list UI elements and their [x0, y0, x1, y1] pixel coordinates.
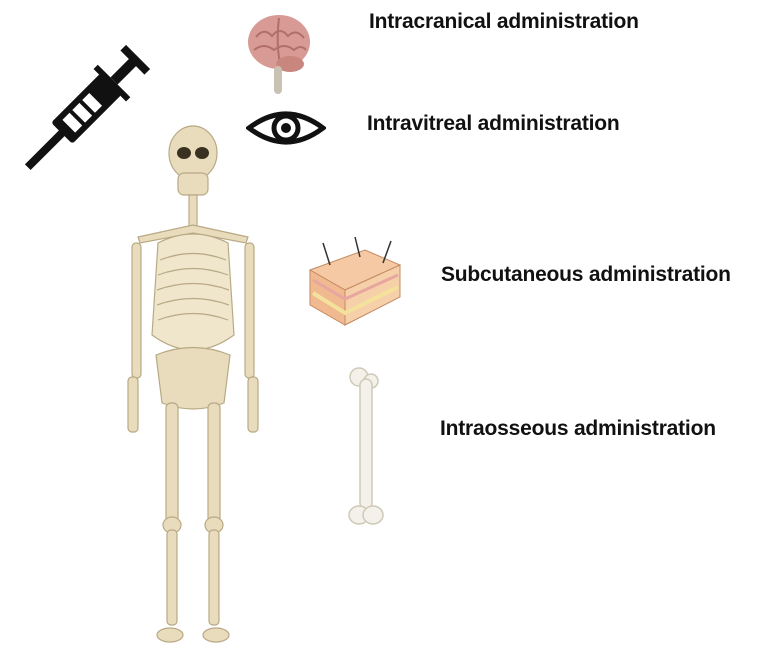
skin-layers-icon — [305, 235, 405, 330]
human-skeleton-illustration — [118, 125, 268, 650]
subcutaneous-label: Subcutaneous administration — [441, 263, 731, 287]
intracranial-label: Intracranical administration — [369, 10, 639, 34]
brain-icon — [246, 12, 312, 100]
intraosseous-label: Intraosseous administration — [440, 417, 716, 441]
intravitreal-label: Intravitreal administration — [367, 112, 620, 136]
femur-bone-icon — [343, 365, 389, 527]
